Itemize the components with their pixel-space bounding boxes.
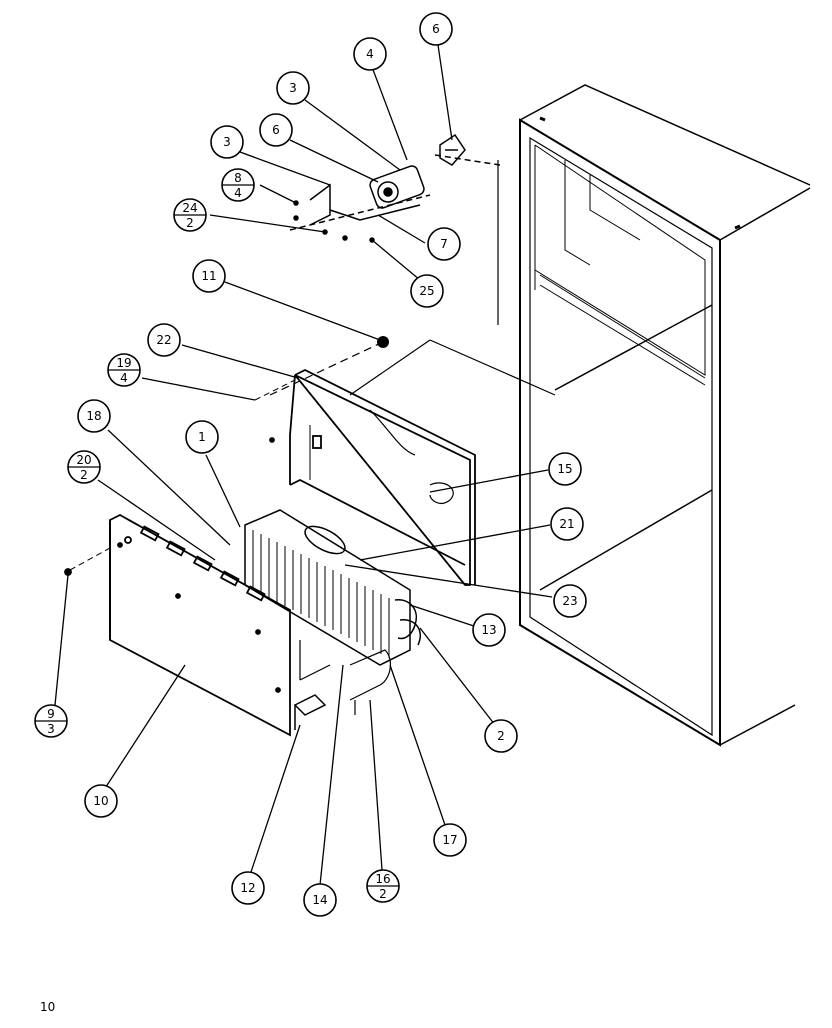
callout-c12: 12	[231, 871, 265, 905]
callout-numerator: 19	[116, 356, 131, 370]
callout-c8-4: 84	[221, 168, 255, 202]
callout-label: 11	[201, 269, 216, 283]
callout-c16-2: 162	[366, 869, 400, 903]
callout-circle	[192, 259, 226, 293]
callout-circle	[185, 420, 219, 454]
callout-denominator: 2	[186, 216, 194, 230]
callout-c6b: 6	[259, 113, 293, 147]
callout-label: 6	[432, 22, 440, 36]
callout-circle	[427, 227, 461, 261]
fan-motor-assembly	[289, 133, 501, 243]
callout-c4: 4	[353, 37, 387, 71]
callout-circle	[210, 125, 244, 159]
callout-c3b: 3	[210, 125, 244, 159]
callout-numerator: 20	[76, 453, 91, 467]
callout-c3a: 3	[276, 71, 310, 105]
callout-c19-4: 194	[107, 353, 141, 387]
callout-c15: 15	[548, 452, 582, 486]
grommet	[269, 336, 389, 396]
callout-c17: 17	[433, 823, 467, 857]
callout-c6a: 6	[419, 12, 453, 46]
callout-circle	[259, 113, 293, 147]
callout-numerator: 16	[375, 872, 390, 886]
callout-c22: 22	[147, 323, 181, 357]
callout-c23: 23	[553, 584, 587, 618]
callout-denominator: 2	[379, 887, 387, 901]
callout-c9-3: 93	[34, 704, 68, 738]
callout-circle	[77, 399, 111, 433]
callout-c21: 21	[550, 507, 584, 541]
callout-circle	[231, 871, 265, 905]
rear-cover-outline	[349, 160, 556, 396]
callout-label: 2	[497, 729, 505, 743]
callout-c13: 13	[472, 613, 506, 647]
callout-circle	[276, 71, 310, 105]
callout-circle	[433, 823, 467, 857]
callout-circle	[550, 507, 584, 541]
callout-label: 1	[198, 430, 206, 444]
callout-denominator: 3	[47, 722, 55, 736]
callout-label: 4	[366, 47, 374, 61]
callout-circle	[147, 323, 181, 357]
refrigerator-cabinet	[519, 84, 811, 747]
callout-circle	[410, 274, 444, 308]
callout-label: 14	[312, 893, 327, 907]
callout-label: 10	[93, 794, 108, 808]
drain-trough	[293, 694, 327, 730]
evaporator-coil	[244, 509, 421, 715]
callout-numerator: 24	[182, 201, 197, 215]
callout-denominator: 2	[80, 468, 88, 482]
callout-label: 3	[223, 135, 231, 149]
evaporator-cover	[254, 368, 476, 586]
callout-c18: 18	[77, 399, 111, 433]
callout-c20-2: 202	[67, 450, 101, 484]
callout-numerator: 8	[234, 171, 242, 185]
callout-circle	[303, 883, 337, 917]
callout-label: 7	[440, 237, 448, 251]
callout-label: 15	[557, 462, 572, 476]
callout-c24-2: 242	[173, 198, 207, 232]
callout-c14: 14	[303, 883, 337, 917]
callout-label: 13	[481, 623, 496, 637]
callout-c1: 1	[185, 420, 219, 454]
callout-label: 6	[272, 123, 280, 137]
callout-circle	[353, 37, 387, 71]
callout-label: 22	[156, 333, 171, 347]
callout-label: 25	[419, 284, 434, 298]
callout-c10: 10	[84, 784, 118, 818]
callout-label: 3	[289, 81, 297, 95]
callout-label: 12	[240, 881, 255, 895]
callout-label: 21	[559, 517, 574, 531]
evaporator-front-cover	[64, 513, 291, 737]
callout-circle	[472, 613, 506, 647]
leader-lines	[54, 44, 553, 886]
callout-circle	[84, 784, 118, 818]
callout-c2: 2	[484, 719, 518, 753]
callout-circle	[484, 719, 518, 753]
callout-label: 23	[562, 594, 577, 608]
callout-denominator: 4	[234, 186, 242, 200]
callout-circle	[553, 584, 587, 618]
callout-c25: 25	[410, 274, 444, 308]
callout-denominator: 4	[120, 371, 128, 385]
page-number: 10	[40, 1000, 56, 1014]
callout-label: 17	[442, 833, 457, 847]
callout-circle	[548, 452, 582, 486]
callout-circle	[419, 12, 453, 46]
callout-c7: 7	[427, 227, 461, 261]
callout-label: 18	[86, 409, 101, 423]
callout-numerator: 9	[47, 707, 55, 721]
callout-c11: 11	[192, 259, 226, 293]
